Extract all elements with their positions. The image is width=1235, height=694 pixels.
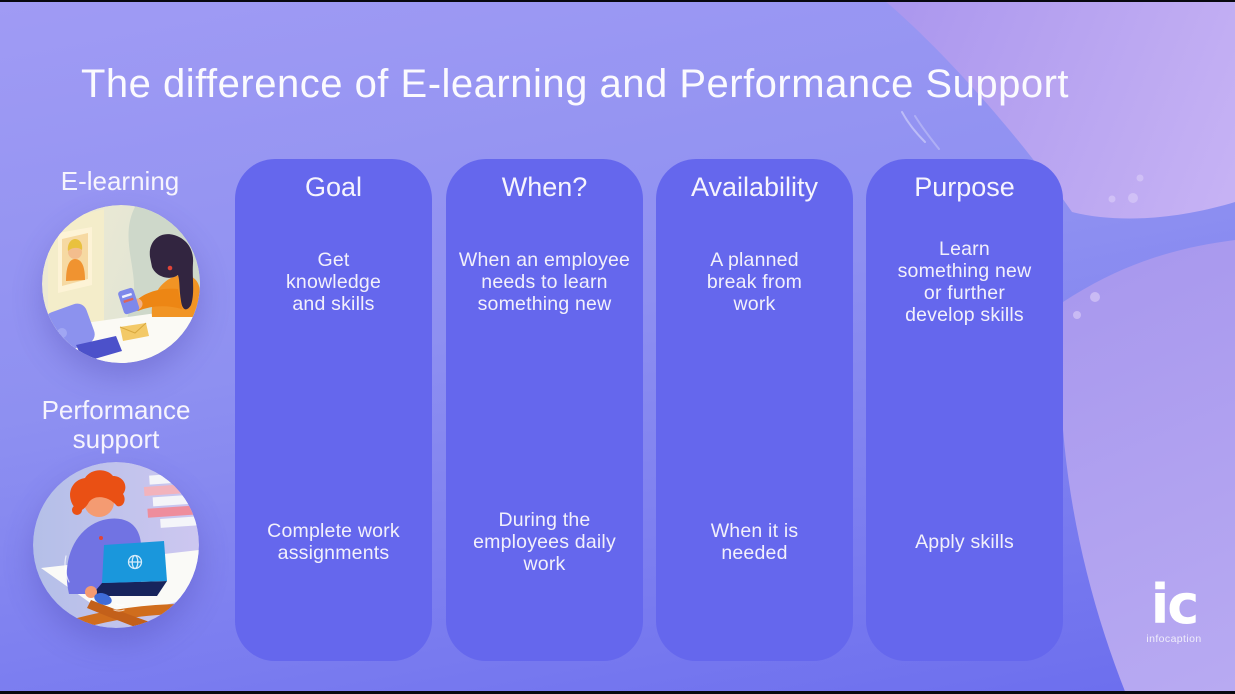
card-goal: Goal Get knowledge and skills Complete w…: [235, 159, 432, 661]
infocaption-logo: ic infocaption: [1128, 578, 1220, 645]
elearning-cell: Get knowledge and skills: [285, 249, 382, 315]
logo-caption: infocaption: [1146, 633, 1202, 645]
card-header: Availability: [690, 172, 819, 202]
card-header: When?: [501, 172, 588, 202]
decor-dots: [1073, 174, 1144, 319]
elearning-illustration: [42, 205, 200, 363]
card-purpose: Purpose Learn something new or further d…: [866, 159, 1063, 661]
letterbox-top: [0, 0, 1235, 2]
card-header: Purpose: [914, 172, 1015, 202]
person-working-laptop-illustration: [33, 462, 199, 628]
infocaption-logo-mark: ic: [1150, 573, 1200, 636]
performance-cell: When it is needed: [710, 519, 799, 564]
blob-bottom-right: [1060, 240, 1235, 694]
elearning-cell: Learn something new or further develop s…: [897, 238, 1032, 326]
video-call-illustration: [42, 205, 200, 363]
letterbox-bottom: [0, 691, 1235, 694]
performance-cell: Complete work assignments: [267, 519, 400, 564]
card-header: Goal: [304, 172, 363, 202]
card-availability: Availability A planned break from work W…: [656, 159, 853, 661]
page-title: The difference of E-learning and Perform…: [80, 62, 1070, 106]
row-label-performance-support: Performance support: [41, 395, 191, 454]
performance-cell: During the employees daily work: [473, 508, 616, 575]
globe-icon: [127, 554, 143, 570]
performance-support-illustration: [33, 462, 199, 628]
performance-cell: Apply skills: [915, 530, 1014, 553]
elearning-cell: When an employee needs to learn somethin…: [458, 249, 631, 315]
elearning-cell: A planned break from work: [706, 249, 803, 315]
card-when: When? When an employee needs to learn so…: [446, 159, 643, 661]
blob-top-right: [884, 0, 1235, 219]
swoosh-lines-icon: [901, 111, 940, 150]
row-label-elearning: E-learning: [60, 166, 180, 196]
